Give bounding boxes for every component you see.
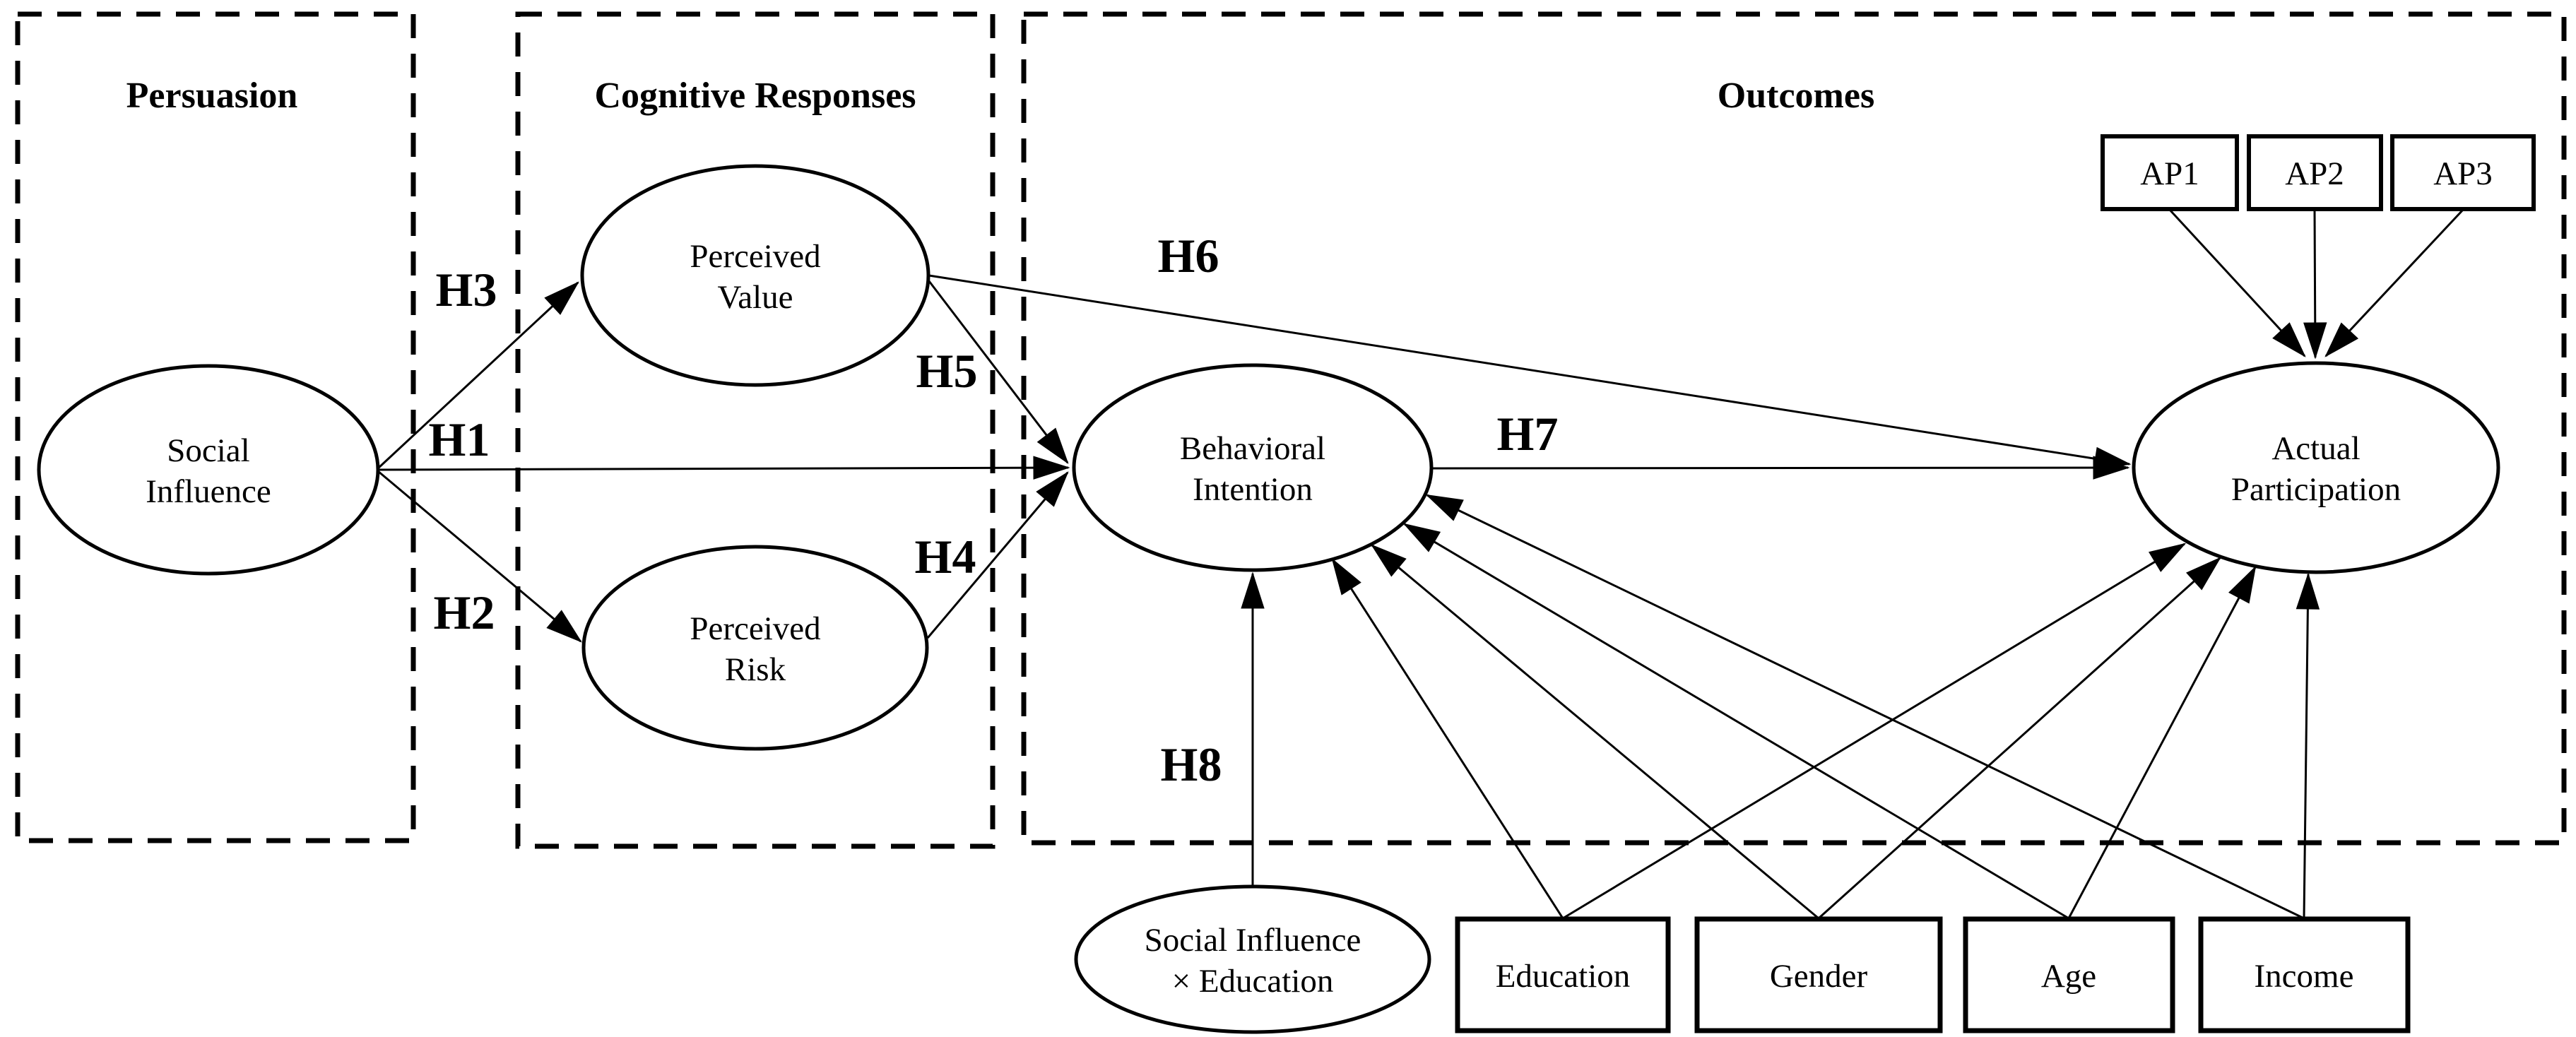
group-outcomes: Outcomes (1021, 11, 2567, 846)
control-education: Education (1455, 916, 1671, 1033)
control-gender: Gender (1694, 916, 1943, 1033)
gender-box (1694, 916, 1943, 1033)
control-age: Age (1963, 916, 2175, 1033)
actual-participation-ellipse (2132, 361, 2500, 574)
edge-income-to-ap (2304, 574, 2308, 919)
social-influence-ellipse (37, 364, 380, 576)
gender-label: Gender (1770, 958, 1868, 995)
social-influence-label-line1: Social (167, 432, 249, 469)
si-x-education-ellipse (1074, 884, 1431, 1034)
education-box (1455, 916, 1671, 1033)
hypothesis-labels: H3 H1 H2 H5 H4 H6 H7 H8 (429, 229, 1559, 791)
ap3-label: AP3 (2433, 155, 2493, 192)
si-x-education-label-line2: × Education (1172, 963, 1334, 1000)
education-label: Education (1496, 958, 1631, 995)
label-h3: H3 (436, 263, 497, 316)
income-label: Income (2255, 958, 2354, 995)
label-h4: H4 (915, 530, 976, 583)
ap3-box (2390, 134, 2536, 211)
edges (377, 208, 2464, 920)
edge-h3-si-to-pv (377, 283, 578, 470)
edge-h6-pv-to-ap (928, 274, 2129, 464)
perceived-value-ellipse (580, 164, 930, 387)
edge-gender-to-ap (1817, 558, 2220, 920)
ap2-box (2247, 134, 2383, 211)
edge-ap1-to-ap (2168, 208, 2305, 356)
edge-age-to-bi (1405, 524, 2069, 920)
control-income: Income (2198, 916, 2411, 1033)
group-cognitive-responses: Cognitive Responses (515, 11, 995, 849)
node-perceived-risk: Perceived Risk (581, 545, 929, 751)
income-box (2198, 916, 2411, 1033)
edge-ap3-to-ap (2326, 208, 2464, 356)
outcomes-title: Outcomes (1718, 76, 1874, 116)
indicator-ap1: AP1 (2101, 134, 2239, 211)
behavioral-intention-label-line2: Intention (1193, 471, 1313, 508)
cognitive-responses-title: Cognitive Responses (594, 76, 916, 116)
indicator-ap3: AP3 (2390, 134, 2536, 211)
behavioral-intention-label-line1: Behavioral (1180, 430, 1325, 467)
behavioral-intention-ellipse (1072, 363, 1434, 572)
edge-h2-si-to-pr (377, 470, 581, 641)
edge-income-to-bi (1427, 494, 2305, 920)
age-box (1963, 916, 2175, 1033)
label-h7: H7 (1497, 407, 1559, 461)
perceived-value-label-line1: Perceived (690, 238, 820, 275)
node-behavioral-intention: Behavioral Intention (1072, 363, 1434, 572)
outcomes-frame (1021, 11, 2567, 846)
age-label: Age (2041, 958, 2096, 995)
actual-participation-label-line2: Participation (2231, 471, 2401, 508)
persuasion-title: Persuasion (126, 76, 298, 116)
edge-education-to-bi (1333, 559, 1564, 919)
label-h8: H8 (1161, 737, 1222, 791)
edge-education-to-ap (1562, 544, 2185, 920)
edge-h5-pv-to-bi (928, 280, 1068, 463)
ap1-box (2101, 134, 2239, 211)
node-social-influence-x-education: Social Influence × Education (1074, 884, 1431, 1034)
perceived-risk-label-line1: Perceived (690, 610, 820, 647)
actual-participation-label-line1: Actual (2271, 430, 2360, 467)
group-persuasion: Persuasion (15, 11, 416, 843)
node-perceived-value: Perceived Value (580, 164, 930, 387)
indicator-ap2: AP2 (2247, 134, 2383, 211)
social-influence-label-line2: Influence (146, 473, 271, 510)
perceived-risk-label-line2: Risk (725, 651, 786, 688)
si-x-education-label-line1: Social Influence (1145, 922, 1361, 959)
persuasion-frame (15, 11, 416, 843)
edge-h4-pr-to-bi (926, 473, 1068, 639)
ap2-label: AP2 (2285, 155, 2344, 192)
edge-gender-to-bi (1372, 545, 1819, 920)
ap1-label: AP1 (2140, 155, 2199, 192)
label-h2: H2 (434, 586, 495, 639)
perceived-value-label-line2: Value (717, 279, 793, 316)
label-h1: H1 (429, 413, 490, 466)
perceived-risk-ellipse (581, 545, 929, 751)
node-actual-participation: Actual Participation (2132, 361, 2500, 574)
cognitive-responses-frame (515, 11, 995, 849)
edge-age-to-ap (2067, 567, 2257, 919)
node-social-influence: Social Influence (37, 364, 380, 576)
label-h6: H6 (1158, 229, 1219, 283)
edge-h1-si-to-bi (377, 468, 1068, 470)
label-h5: H5 (916, 344, 978, 398)
